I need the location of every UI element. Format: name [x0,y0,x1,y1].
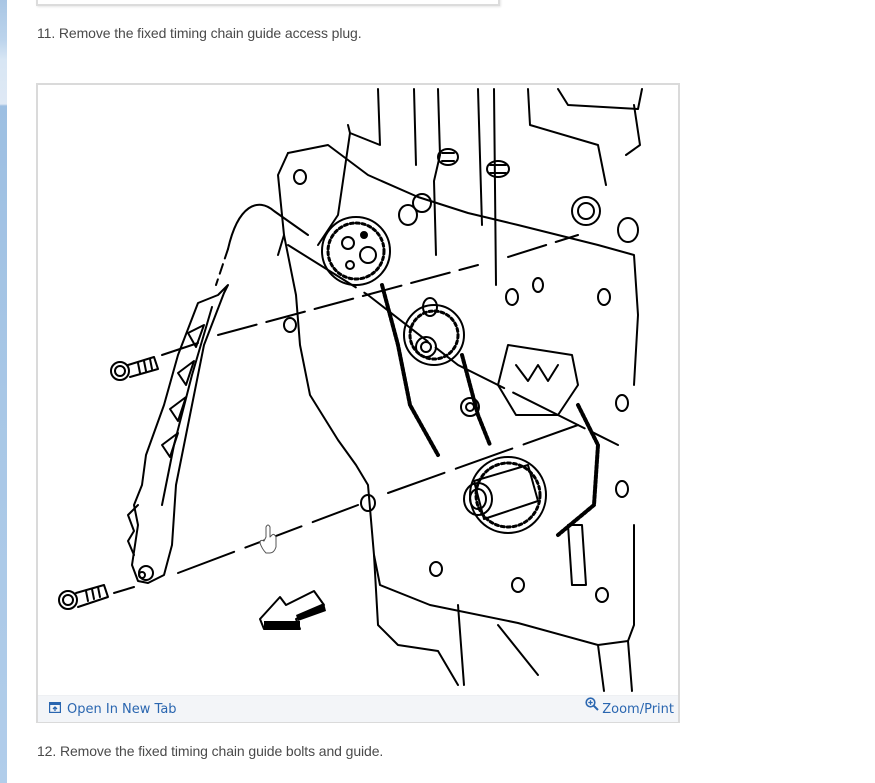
hand-cursor-icon [259,524,277,554]
open-in-new-tab-link[interactable]: Open In New Tab [48,701,177,717]
step-11-text: 11. Remove the fixed timing chain guide … [37,25,362,41]
removal-direction-arrow [259,590,326,630]
left-scrollbar-strip[interactable] [0,0,7,783]
open-new-tab-icon [48,701,62,717]
top-bolt-1 [437,148,459,166]
step-12-text: 12. Remove the fixed timing chain guide … [37,743,384,759]
zoom-print-label: Zoom/Print [602,701,674,717]
previous-figure-card [36,0,500,6]
lower-guide-bolt [58,584,109,610]
figure-footer-bar: Open In New Tab Zoom/Print [38,695,678,722]
zoom-print-link[interactable]: Zoom/Print [585,697,674,718]
top-bolt-2 [486,160,510,178]
upper-guide-bolt [110,356,159,381]
open-in-new-tab-label: Open In New Tab [67,701,177,717]
figure-card: Open In New Tab Zoom/Print [36,83,680,723]
zoom-in-icon [585,697,599,715]
fixed-timing-chain-guide [127,284,229,584]
engine-timing-chain-diagram[interactable] [38,85,678,695]
